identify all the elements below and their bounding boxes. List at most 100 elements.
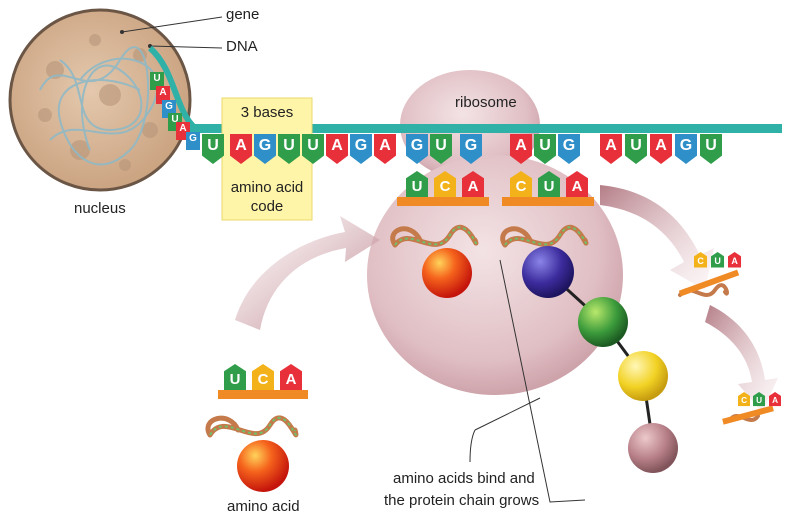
mrna-base-tab (510, 134, 532, 164)
mrna-base-tab (202, 134, 224, 164)
anticodon-base-tab (768, 392, 781, 407)
mrna-base-letter: G (464, 137, 478, 154)
strand-base-tab (156, 86, 170, 104)
anticodon-base-tab (694, 252, 708, 268)
anticodon-base-tab (224, 364, 246, 390)
strand-base-letter: G (165, 101, 173, 112)
anticodon-base-letter: U (229, 371, 241, 388)
anticodon-base-letter: A (730, 256, 738, 267)
mrna-base: A (510, 134, 532, 164)
mrna-base: U (625, 134, 647, 164)
anticodon-base: U (224, 364, 246, 390)
anticodon-base-tab (280, 364, 302, 390)
mrna-base-tab (350, 134, 372, 164)
mrna-base-letter: U (630, 137, 642, 154)
mrna-base: G (460, 134, 482, 164)
mrna-base: G (350, 134, 372, 164)
mrna-base-tab (600, 134, 622, 164)
anticodon-base: C (694, 252, 708, 268)
mrna-base-tab (625, 134, 647, 164)
anticodon-base-letter: C (439, 178, 451, 195)
strand-base: A (156, 86, 170, 104)
mrna-base-letter: A (379, 137, 391, 154)
anticodon-base-tab (738, 392, 751, 407)
mrna-base-letter: G (354, 137, 368, 154)
anticodon-base: U (538, 171, 560, 197)
anticodon-base: A (462, 171, 484, 197)
mrna-base: G (675, 134, 697, 164)
anticodon-base-letter: C (697, 256, 704, 267)
mrna-base-tab (460, 134, 482, 164)
mrna-base-tab (230, 134, 252, 164)
strand-base-letter: G (189, 133, 197, 144)
anticodon-base-letter: C (741, 395, 748, 406)
anticodon-base: U (753, 392, 766, 407)
mrna-base-tab (254, 134, 276, 164)
amino-acid-label: amino acid (227, 498, 300, 515)
mrna-base-letter: G (258, 137, 272, 154)
mrna-base-letter: A (605, 137, 617, 154)
anticodon-base: A (280, 364, 302, 390)
mrna-base: G (254, 134, 276, 164)
strand-base: G (186, 132, 200, 150)
anticodon-base-letter: C (515, 178, 527, 195)
mrna-base: U (202, 134, 224, 164)
anticodon-base: U (710, 252, 724, 268)
mrna-base: U (700, 134, 722, 164)
anticodon-base-tab (462, 171, 484, 197)
anticodon-base-tab (727, 252, 741, 268)
anticodon-base-letter: A (771, 395, 778, 406)
amino-acid-code-label-line1: amino acid (230, 179, 304, 196)
mrna-base-letter: U (435, 137, 447, 154)
mrna-base-letter: U (539, 137, 551, 154)
mrna-base-tab (326, 134, 348, 164)
mrna-base: U (302, 134, 324, 164)
mrna-base-letter: U (283, 137, 295, 154)
strand-base-letter: A (179, 123, 187, 134)
mrna-base: G (558, 134, 580, 164)
mrna-base-letter: G (562, 137, 576, 154)
anticodon-base: C (434, 171, 456, 197)
mrna-base-tab (302, 134, 324, 164)
anticodon-base: C (252, 364, 274, 390)
mrna-base-tab (430, 134, 452, 164)
strand-base-letter: U (171, 114, 179, 125)
mrna-base: U (534, 134, 556, 164)
anticodon-base-letter: U (714, 256, 721, 267)
anticodon-base-tab (510, 171, 532, 197)
mrna-base-letter: A (515, 137, 527, 154)
anticodon-base: A (768, 392, 781, 407)
anticodon-base-letter: U (543, 178, 555, 195)
anticodon-base: A (727, 252, 741, 268)
anticodon-base-tab (538, 171, 560, 197)
anticodon-base-tab (753, 392, 766, 407)
mrna-base: A (374, 134, 396, 164)
anticodon-base-letter: U (756, 395, 763, 406)
mrna-base: U (430, 134, 452, 164)
dna-label: DNA (226, 38, 258, 55)
mrna-base-letter: U (307, 137, 319, 154)
anticodon-base-letter: A (285, 371, 297, 388)
anticodon-base-letter: A (467, 178, 479, 195)
anticodon-base: U (406, 171, 428, 197)
strand-base-tab (150, 72, 164, 90)
strand-base-letter: U (153, 73, 161, 84)
anticodon-base: A (566, 171, 588, 197)
three-bases-label: 3 bases (240, 104, 294, 121)
ribosome-label: ribosome (455, 94, 517, 111)
mrna-base-tab (700, 134, 722, 164)
nucleus-label: nucleus (74, 200, 126, 217)
mrna-base: A (326, 134, 348, 164)
chain-caption-line2: the protein chain grows (384, 492, 540, 509)
mrna-base-letter: G (410, 137, 424, 154)
anticodon-base-letter: U (411, 178, 423, 195)
mrna-base-letter: A (331, 137, 343, 154)
mrna-base-letter: U (207, 137, 219, 154)
strand-base-letter: A (159, 87, 167, 98)
anticodon-base-tab (710, 252, 724, 268)
amino-acid-code-label-line2: code (250, 198, 284, 215)
mrna-base-letter: U (705, 137, 717, 154)
mrna-base-letter: A (655, 137, 667, 154)
mrna-base-tab (675, 134, 697, 164)
